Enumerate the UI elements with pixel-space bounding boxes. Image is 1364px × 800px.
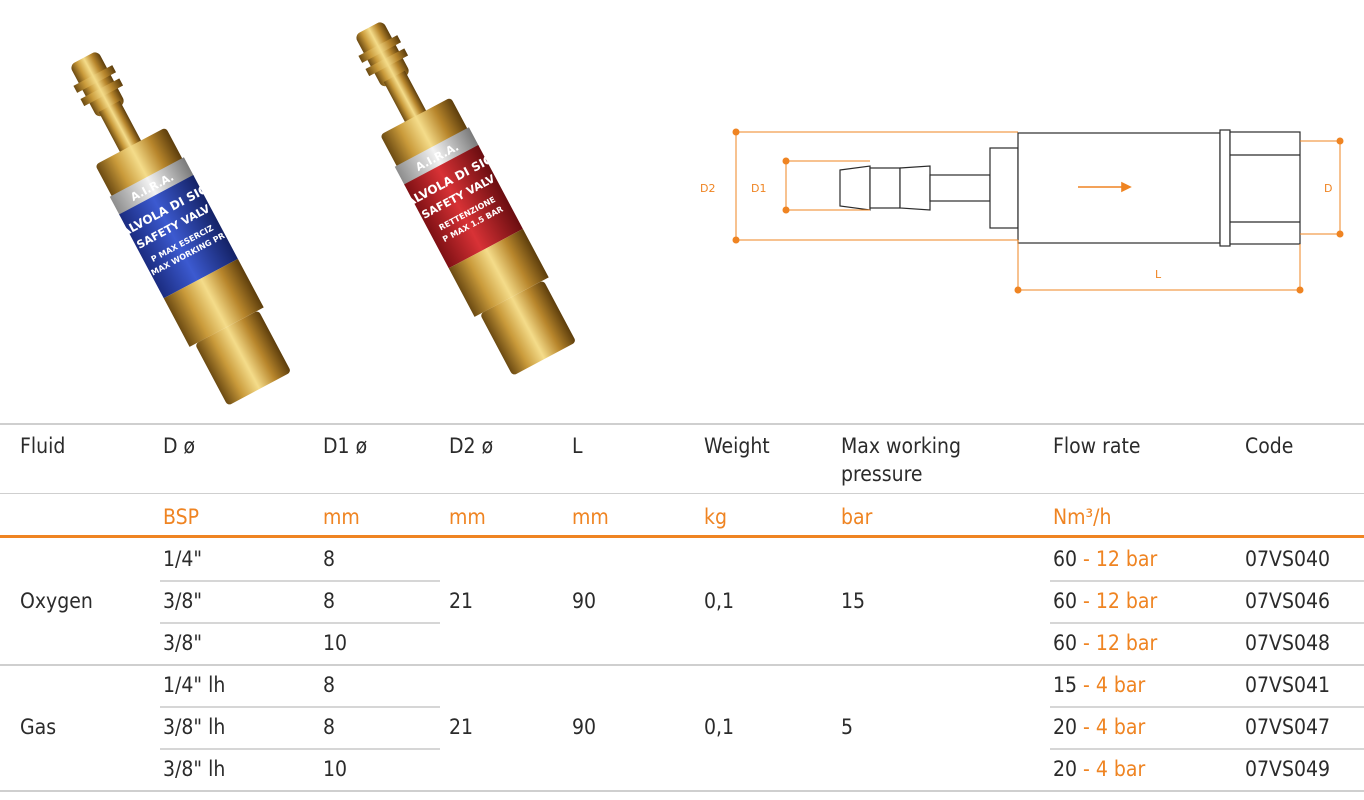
row-d1: 8 [323,673,336,697]
fluid-1: Gas [20,715,57,739]
row-flow: 20 - 4 bar [1053,713,1145,741]
flow-pressure: - 12 bar [1077,631,1158,655]
flow-value: 60 [1053,547,1078,571]
row-d1: 8 [323,715,336,739]
weight-1: 0,1 [704,715,735,739]
table-rule [0,790,1364,792]
technical-drawing: D2 D1 D L [700,128,1344,294]
row-d: 3/8" [163,631,203,655]
unit-d1: mm [323,505,360,529]
row-code: 07VS048 [1245,631,1331,655]
unit-d: BSP [163,505,199,529]
row-flow: 60 - 12 bar [1053,587,1157,615]
row-code: 07VS047 [1245,715,1331,739]
table-rule [0,423,1364,425]
l-1: 90 [572,715,597,739]
table-rule [1050,580,1364,582]
unit-d2: mm [449,505,486,529]
pressure-0: 15 [841,589,866,613]
row-d1: 8 [323,547,336,571]
unit-pressure: bar [841,505,873,529]
flow-value: 20 [1053,757,1078,781]
unit-weight: kg [704,505,727,529]
flow-pressure: - 12 bar [1077,547,1158,571]
row-d: 3/8" lh [163,757,226,781]
header-fluid: Fluid [20,434,66,458]
table-rule [160,706,440,708]
row-code: 07VS049 [1245,757,1331,781]
row-d1: 10 [323,757,348,781]
gas-valve-image: A.I.R.A. VALVOLA DI SICU SAFETY VALV RET… [356,22,575,375]
row-code: 07VS041 [1245,673,1331,697]
table-rule [1050,748,1364,750]
table-rule [0,493,1364,494]
spec-table: Fluid D ø D1 ø D2 ø L Weight Max working pressu… [0,420,1364,800]
flow-value: 60 [1053,631,1078,655]
header-l: L [572,434,583,458]
flow-pressure: - 4 bar [1077,715,1146,739]
flow-pressure: - 4 bar [1077,757,1146,781]
d2-0: 21 [449,589,474,613]
table-rule [0,664,1364,666]
unit-flow: Nm³/h [1053,505,1112,529]
pressure-1: 5 [841,715,854,739]
fluid-0: Oxygen [20,589,93,613]
l-0: 90 [572,589,597,613]
row-d1: 10 [323,631,348,655]
table-rule [1050,622,1364,624]
row-d: 1/4" lh [163,673,226,697]
dimension-label-d: D [1324,182,1332,195]
flow-value: 20 [1053,715,1078,739]
row-flow: 20 - 4 bar [1053,755,1145,783]
row-d: 3/8" lh [163,715,226,739]
table-rule [160,622,440,624]
row-flow: 60 - 12 bar [1053,545,1157,573]
flow-pressure: - 4 bar [1077,673,1146,697]
row-flow: 15 - 4 bar [1053,671,1145,699]
oxygen-valve-image: A.I.R.A. VALVOLA DI SICU SAFETY VALV P M… [71,52,290,405]
header-code: Code [1245,434,1294,458]
header-d1: D1 ø [323,434,368,458]
row-d: 1/4" [163,547,203,571]
header-d: D ø [163,434,196,458]
row-d: 3/8" [163,589,203,613]
row-d1: 8 [323,589,336,613]
dimension-label-l: L [1155,268,1162,281]
dimension-label-d2: D2 [700,182,715,195]
product-photo: A.I.R.A. VALVOLA DI SICU SAFETY VALV P M… [71,22,575,405]
unit-l: mm [572,505,609,529]
table-rule [160,580,440,582]
table-rule [1050,706,1364,708]
d2-1: 21 [449,715,474,739]
header-flow: Flow rate [1053,434,1141,458]
table-rule [160,748,440,750]
header-weight: Weight [704,434,770,458]
header-pressure: Max working [841,434,961,458]
dimension-label-d1: D1 [751,182,766,195]
header-d2: D2 ø [449,434,494,458]
flow-value: 15 [1053,673,1078,697]
row-code: 07VS040 [1245,547,1331,571]
row-code: 07VS046 [1245,589,1331,613]
weight-0: 0,1 [704,589,735,613]
table-rule [0,535,1364,538]
header-pressure-line2: pressure [841,462,923,486]
flow-pressure: - 12 bar [1077,589,1158,613]
row-flow: 60 - 12 bar [1053,629,1157,657]
flow-value: 60 [1053,589,1078,613]
